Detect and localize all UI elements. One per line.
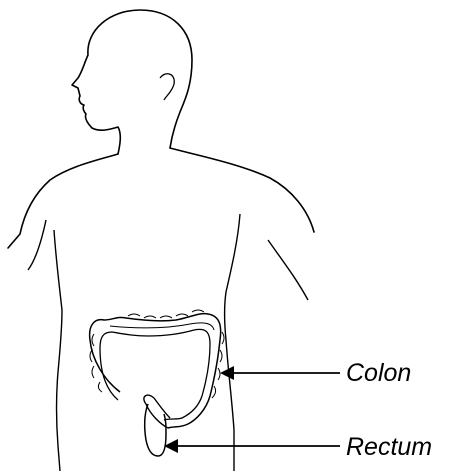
left-arm-outline	[28, 220, 46, 270]
colon-arrowhead	[220, 366, 234, 380]
colon-outer	[90, 314, 221, 428]
left-arm-inner	[54, 230, 62, 471]
right-side-outline	[225, 214, 241, 471]
colon-inner	[100, 329, 210, 420]
ear-outline	[160, 74, 174, 100]
torso-left-outline	[8, 154, 118, 248]
right-arm-outline	[268, 240, 308, 300]
rectum-label: Rectum	[346, 433, 432, 461]
rectum-illustration	[145, 404, 166, 456]
colon-label: Colon	[346, 359, 411, 387]
colon-illustration	[90, 310, 224, 428]
torso-right-outline	[170, 148, 314, 232]
rectum-pointer	[164, 439, 340, 453]
colon-pointer	[220, 366, 340, 380]
